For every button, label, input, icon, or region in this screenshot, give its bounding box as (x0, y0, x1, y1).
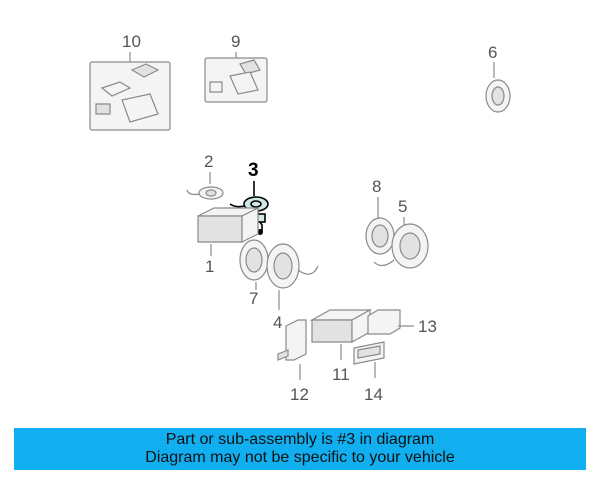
part-13-bracket (367, 309, 401, 335)
part-11-front (311, 319, 353, 343)
callout-6: 6 (488, 43, 497, 62)
part-9-group: 9 (204, 32, 268, 103)
callout-11: 11 (332, 365, 350, 384)
callout-7: 7 (249, 289, 258, 308)
callout-12: 12 (290, 385, 309, 404)
banner-line-2: Diagram may not be specific to your vehi… (145, 449, 455, 466)
callout-5: 5 (398, 197, 407, 216)
callout-8: 8 (372, 177, 381, 196)
part-3-wire-left (229, 203, 245, 208)
part-9-pad (239, 59, 261, 75)
part-5-group: 5 (373, 197, 429, 269)
part-6-cone (491, 86, 505, 106)
parts-diagram: 10 9 6 2 3 (89, 32, 511, 404)
part-12-group: 12 (277, 319, 309, 404)
part-6-group: 6 (485, 43, 511, 113)
part-7-inner (245, 247, 263, 273)
part-10-bracket (121, 93, 159, 123)
callout-9: 9 (231, 32, 240, 51)
part-4-wire (297, 265, 319, 275)
part-2-wire (186, 189, 200, 196)
part-10-block (95, 103, 111, 115)
callout-13: 13 (418, 317, 437, 336)
part-10-group: 10 (89, 32, 171, 131)
callout-1: 1 (205, 257, 214, 276)
part-9-bracket (229, 71, 259, 95)
part-4-cone (273, 252, 293, 280)
part-9-clip (209, 81, 223, 93)
callout-4: 4 (273, 313, 282, 332)
part-2-cone (205, 189, 217, 197)
part-5-wire (373, 259, 395, 267)
part-4-group: 4 (266, 243, 319, 332)
part-8-group: 8 (365, 177, 395, 255)
part-13-group: 13 (367, 309, 437, 336)
part-10-clip (100, 81, 132, 97)
callout-14: 14 (364, 385, 383, 404)
part-5-cone (399, 232, 421, 260)
part-8-inner (371, 224, 389, 248)
banner-line-1: Part or sub-assembly is #3 in diagram (165, 431, 435, 448)
part-1-group: 1 (197, 207, 259, 276)
part-11-group: 11 (309, 308, 373, 384)
part-1-side (241, 207, 259, 243)
callout-10: 10 (122, 32, 141, 51)
part-12-tab (277, 349, 289, 361)
callout-2: 2 (204, 152, 213, 171)
part-14-window (357, 345, 381, 359)
part-14-group: 14 (353, 341, 385, 404)
part-12-bracket (285, 319, 307, 361)
part-10-pad (130, 63, 160, 78)
part-3-cone (250, 200, 262, 208)
part-1-front (197, 215, 243, 243)
part-2-group: 2 (186, 152, 224, 200)
info-banner: Part or sub-assembly is #3 in diagram Di… (14, 428, 586, 470)
callout-3: 3 (248, 160, 259, 181)
part-7-group: 7 (239, 239, 269, 308)
